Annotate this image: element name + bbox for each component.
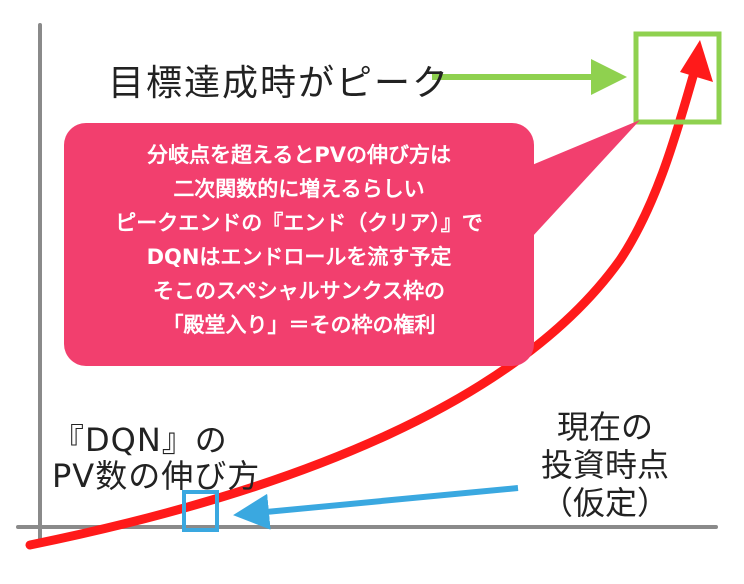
current-arrow (233, 485, 519, 530)
current-investment-label: 現在の 投資時点 （仮定） (510, 408, 700, 522)
note-line: そこのスペシャルサンクス枠の (153, 279, 445, 303)
growth-curve-arrowhead (680, 40, 713, 82)
note-line: DQNはエンドロールを流す予定 (146, 245, 452, 269)
note-line: 「殿堂入り」＝その枠の権利 (162, 313, 436, 337)
note-callout-box (64, 123, 534, 366)
dqn-growth-label: 『DQN』の PV数の伸び方 (52, 422, 260, 494)
note-text: 分岐点を超えるとPVの伸び方は 二次関数的に増えるらしい ピークエンドの『エンド… (64, 138, 534, 342)
dqn-label-line: PV数の伸び方 (52, 457, 261, 495)
note-line: ピークエンドの『エンド（クリア）』で (115, 211, 483, 235)
note-line: 二次関数的に増えるらしい (173, 177, 425, 201)
note-line: 分岐点を超えるとPVの伸び方は (146, 143, 451, 167)
current-label-line: （仮定） (540, 484, 669, 522)
growth-curve (25, 61, 701, 550)
goal-peak-label: 目標達成時がピーク (108, 63, 451, 104)
note-pointer (520, 120, 640, 250)
current-label-line: 投資時点 (540, 446, 669, 484)
current-position-marker (182, 490, 219, 532)
goal-peak-marker (633, 31, 722, 125)
dqn-label-line: 『DQN』の (52, 421, 228, 459)
current-label-line: 現在の (556, 408, 653, 446)
